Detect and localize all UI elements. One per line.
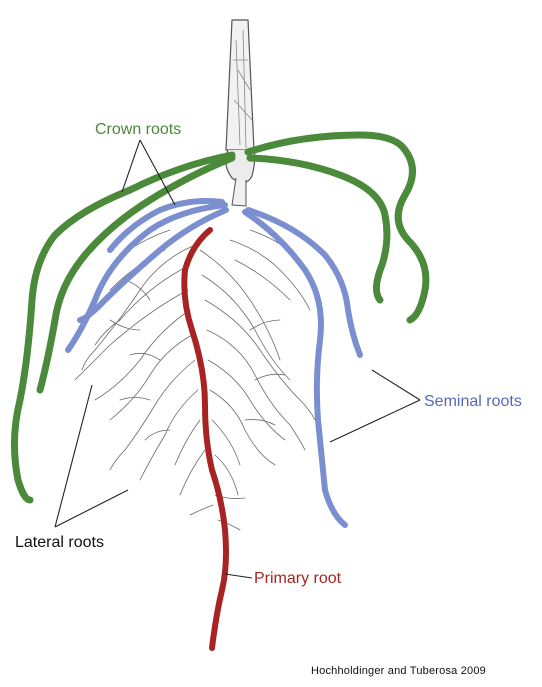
primary-root: [184, 230, 226, 648]
lateral-leader-1: [55, 385, 92, 527]
lateral-roots: [75, 230, 315, 530]
seminal-leader-1: [372, 370, 420, 400]
crown-roots-label: Crown roots: [95, 121, 181, 139]
seminal-roots-label: Seminal roots: [424, 393, 522, 411]
lateral-leader-2: [55, 490, 128, 527]
stem: [226, 20, 255, 206]
lateral-roots-label: Lateral roots: [15, 534, 104, 552]
primary-root-label: Primary root: [254, 570, 341, 588]
citation-text: Hochholdinger and Tuberosa 2009: [311, 665, 486, 677]
primary-leader: [225, 574, 252, 578]
seminal-leader-2: [330, 400, 420, 442]
